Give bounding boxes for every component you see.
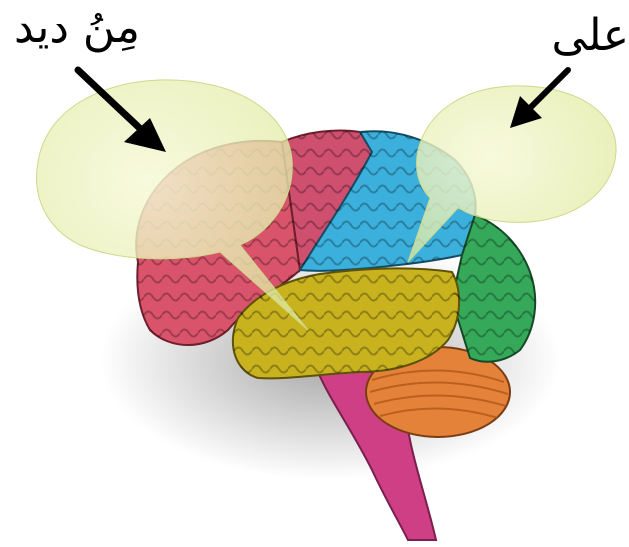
caption-right: علی bbox=[552, 14, 629, 58]
caption-left: مِنُ دید bbox=[14, 6, 140, 50]
